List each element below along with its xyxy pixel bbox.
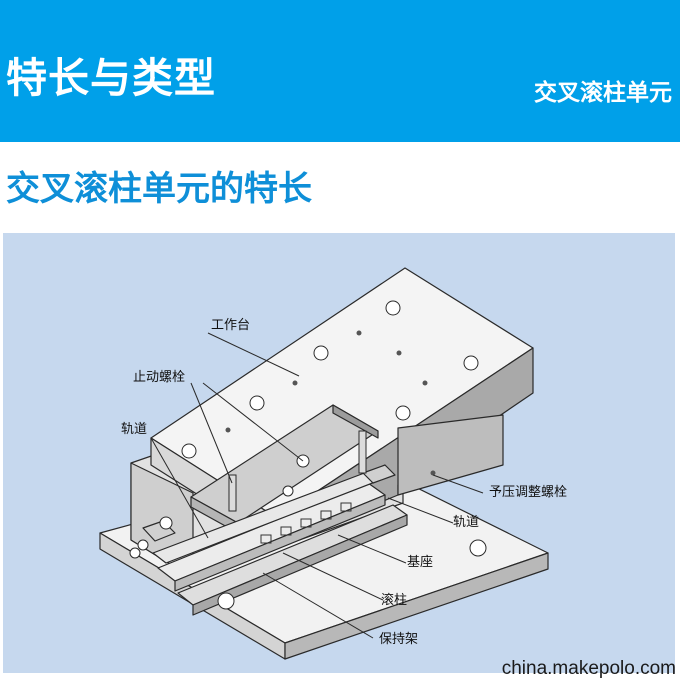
section-title: 交叉滚柱单元的特长 (6, 169, 312, 209)
label-preload-bolt: 予压调整螺栓 (489, 485, 568, 500)
label-rail-left: 轨道 (121, 422, 148, 437)
label-stop-bolt: 止动螺栓 (133, 370, 186, 385)
label-base: 基座 (407, 555, 434, 570)
cross-roller-unit-drawing (99, 267, 549, 660)
page-subtitle: 交叉滚柱单元 (534, 80, 672, 106)
label-rail-right: 轨道 (453, 515, 480, 530)
label-worktable: 工作台 (211, 318, 251, 333)
label-roller: 滚柱 (381, 593, 408, 608)
header-banner: 特长与类型 交叉滚柱单元 (0, 0, 680, 142)
label-cage: 保持架 (379, 632, 419, 647)
watermark: china.makepolo.com (501, 658, 676, 679)
page-title: 特长与类型 (6, 54, 216, 102)
diagram-panel: 工作台 止动螺栓 轨道 予压调整螺栓 轨道 基座 滚柱 保持架 (3, 233, 675, 673)
